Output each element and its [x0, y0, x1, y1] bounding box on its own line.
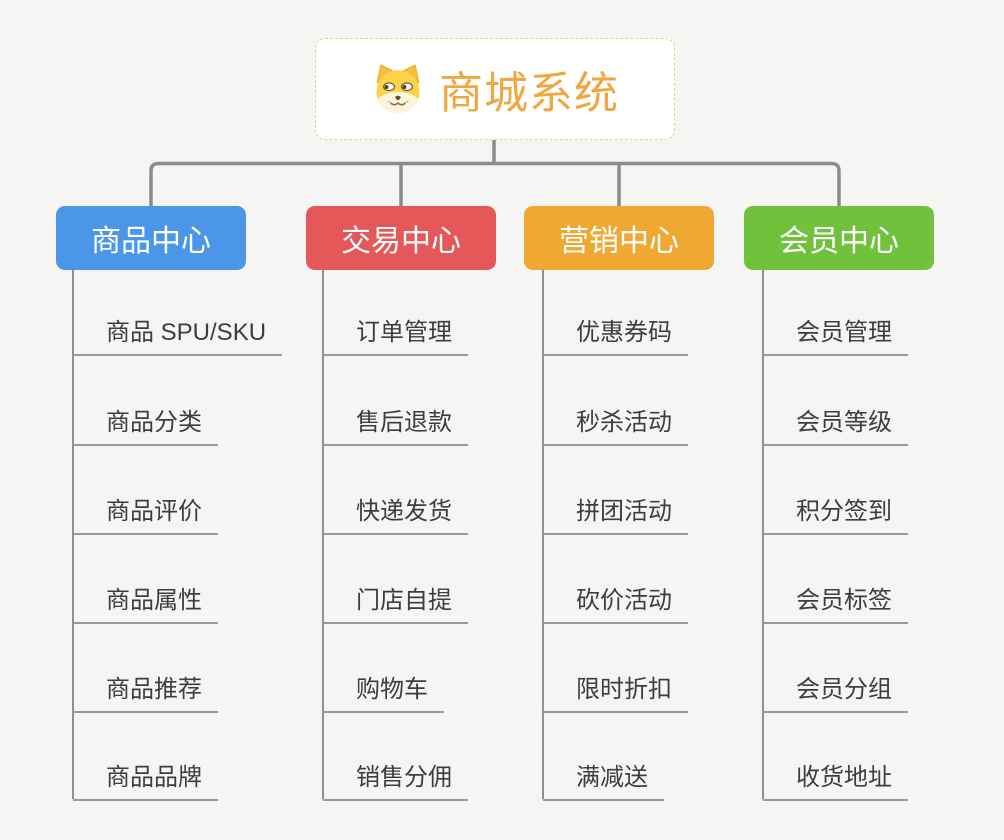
branch-node-product[interactable]: 商品中心: [56, 206, 246, 270]
leaf-node[interactable]: 拼团活动: [543, 497, 688, 535]
root-node[interactable]: 商城系统: [315, 38, 675, 140]
leaf-node[interactable]: 商品评价: [73, 497, 218, 535]
leaf-node[interactable]: 商品 SPU/SKU: [73, 318, 283, 356]
leaf-node[interactable]: 门店自提: [323, 586, 468, 624]
branch-node-trade[interactable]: 交易中心: [306, 206, 496, 270]
branch-node-marketing[interactable]: 营销中心: [524, 206, 714, 270]
leaf-node[interactable]: 优惠券码: [543, 318, 688, 356]
branch-node-member[interactable]: 会员中心: [744, 206, 934, 270]
leaf-node[interactable]: 会员等级: [763, 408, 908, 446]
leaf-node[interactable]: 商品分类: [73, 408, 218, 446]
leaf-node[interactable]: 会员标签: [763, 586, 908, 624]
doge-icon: [376, 64, 420, 114]
leaf-node[interactable]: 销售分佣: [323, 763, 468, 801]
leaf-node[interactable]: 限时折扣: [543, 675, 688, 713]
leaf-node[interactable]: 积分签到: [763, 497, 908, 535]
leaf-node[interactable]: 购物车: [323, 675, 444, 713]
leaf-node[interactable]: 商品品牌: [73, 763, 218, 801]
root-title: 商城系统: [439, 69, 619, 118]
leaf-node[interactable]: 会员管理: [763, 318, 908, 356]
leaf-node[interactable]: 商品属性: [73, 586, 218, 624]
leaf-node[interactable]: 收货地址: [763, 763, 908, 801]
leaf-node[interactable]: 会员分组: [763, 675, 908, 713]
leaf-node[interactable]: 快递发货: [323, 497, 468, 535]
leaf-node[interactable]: 商品推荐: [73, 675, 218, 713]
leaf-node[interactable]: 砍价活动: [543, 586, 688, 624]
leaf-node[interactable]: 秒杀活动: [543, 408, 688, 446]
leaf-node[interactable]: 订单管理: [323, 318, 468, 356]
leaf-node[interactable]: 满减送: [543, 763, 664, 801]
leaf-node[interactable]: 售后退款: [323, 408, 468, 446]
